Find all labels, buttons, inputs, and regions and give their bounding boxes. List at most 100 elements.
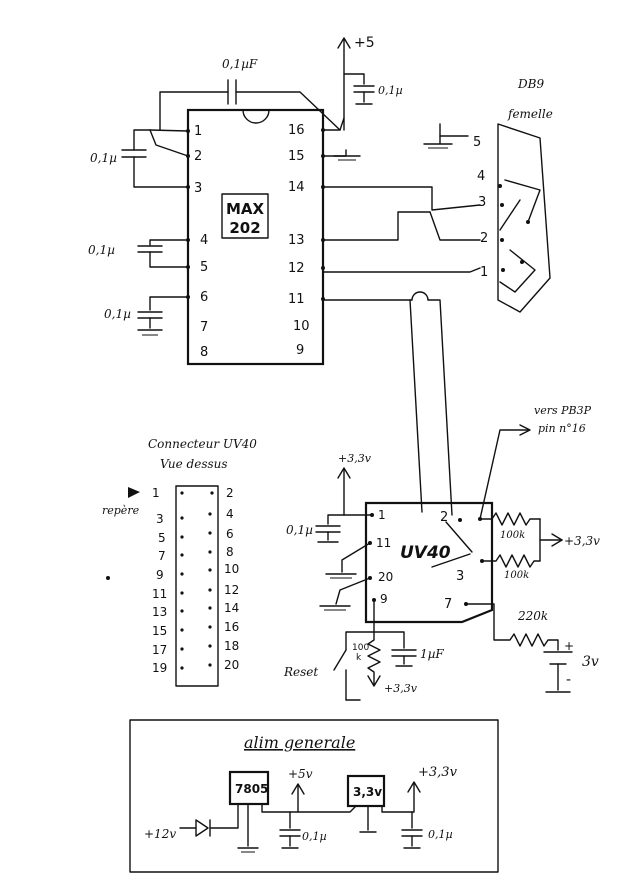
uv40-cap-reset-label: 1µF — [420, 647, 444, 661]
max-cap-supply-label: 0,1µ — [378, 84, 403, 97]
max202-pin-4: 4 — [200, 233, 208, 248]
uv40-pin-9: 9 — [380, 592, 388, 606]
connector-pin-13: 13 — [152, 605, 167, 619]
connector-pin-2: 2 — [226, 486, 234, 500]
repere-marker — [128, 487, 140, 498]
max202-wiring — [121, 37, 481, 516]
uv40-wiring — [315, 424, 573, 701]
uv40-pin-11: 11 — [376, 536, 391, 550]
uv40-supply-top: +3,3v — [338, 452, 372, 465]
max202-notch — [242, 109, 270, 124]
db9-shell — [497, 123, 551, 313]
connector-pin-8: 8 — [226, 545, 234, 559]
alim-frame — [129, 719, 499, 873]
uv40-body — [364, 501, 494, 624]
alim-out33-label: +3,3v — [418, 765, 458, 780]
uv40-pin-3: 3 — [456, 569, 464, 584]
max-supply-label: +5 — [354, 35, 375, 51]
uv40-pin-2: 2 — [440, 510, 448, 525]
max-cap-v-label: 0,1µ — [104, 307, 131, 321]
max202-ic: MAX 202 1 2 3 4 5 6 7 8 16 15 14 13 12 1… — [186, 108, 325, 366]
connector-repere-label: repère — [102, 504, 140, 517]
max202-pin-16: 16 — [288, 123, 305, 138]
alim-out5-label: +5v — [288, 767, 313, 781]
uv40-r-reset-line1: 100 — [352, 643, 369, 653]
max202-body — [186, 108, 325, 366]
max202-pin-11: 11 — [288, 292, 305, 307]
max202-pin-7: 7 — [200, 320, 208, 335]
max202-pin-9: 9 — [296, 343, 304, 358]
max202-label-box — [221, 193, 269, 239]
connector-pin-dots — [180, 491, 214, 670]
connector-pin-11: 11 — [152, 587, 167, 601]
uv40-reset-label: Reset — [283, 665, 318, 679]
uv40-pin-20: 20 — [378, 570, 393, 584]
alim-cap2-label: 0,1µ — [428, 828, 453, 841]
uv40-label: UV40 — [400, 543, 451, 563]
reg-33 — [346, 774, 386, 808]
reg-7805 — [228, 770, 270, 806]
max202-pin-13: 13 — [288, 233, 305, 248]
connector-pin-6: 6 — [226, 527, 234, 541]
reg-33-label: 3,3v — [353, 785, 382, 799]
max202-pin-14: 14 — [288, 180, 305, 195]
uv40-pin-1: 1 — [378, 508, 386, 522]
connector-pin-3: 3 — [156, 512, 164, 526]
connector-pin-17: 17 — [152, 643, 167, 657]
connector-pin-14: 14 — [224, 601, 239, 615]
db9-pin-3: 3 — [478, 195, 486, 210]
stray-dot — [106, 576, 110, 580]
db9-connector: DB9 femelle 5 4 3 2 1 — [423, 77, 553, 313]
max202-pin-12: 12 — [288, 261, 305, 276]
max-cap-top-label: 0,1µF — [222, 57, 258, 71]
connector-title-line2: Vue dessus — [160, 457, 228, 471]
uv40-batt-minus: - — [566, 672, 571, 688]
max202-pin-10: 10 — [293, 319, 310, 334]
connector-pin-7: 7 — [158, 549, 166, 563]
db9-pin-dots — [498, 184, 530, 272]
connector-pin-9: 9 — [156, 568, 164, 582]
uv40-note-line1: vers PB3P — [534, 404, 592, 417]
db9-title-line2: femelle — [507, 107, 553, 121]
uv40-r100k-a-label: 100k — [500, 530, 525, 541]
reg-7805-label: 7805 — [235, 782, 268, 796]
connector-body — [175, 485, 219, 687]
uv40-batt-plus: + — [564, 639, 574, 653]
connector-pin-12: 12 — [224, 583, 239, 597]
connector-pin-19: 19 — [152, 661, 167, 675]
uv40-r220k-label: 220k — [517, 609, 548, 623]
alim-title: alim generale — [244, 733, 355, 752]
connector-pin-20: 20 — [224, 658, 239, 672]
connector-pin-15: 15 — [152, 624, 167, 638]
uv40-note-line2: pin n°16 — [538, 422, 586, 435]
uv40-pin-7: 7 — [444, 597, 452, 612]
uv40-r-reset-line2: k — [356, 653, 362, 663]
uv40-connector: Connecteur UV40 Vue dessus repère 1 3 5 … — [102, 437, 257, 687]
db9-title-line1: DB9 — [517, 77, 544, 91]
uv40-r100k-b-label: 100k — [504, 570, 529, 581]
uv40-cap-label: 0,1µ — [286, 523, 313, 537]
connector-pin-10: 10 — [224, 562, 239, 576]
alim-in12-label: +12v — [144, 827, 176, 841]
max202-pin-6: 6 — [200, 290, 208, 305]
db9-pin-4: 4 — [477, 169, 485, 184]
connector-pin-18: 18 — [224, 639, 239, 653]
max202-pin-1: 1 — [194, 124, 202, 139]
uv40-batt-label: 3v — [582, 654, 599, 670]
connector-pin-1: 1 — [152, 486, 160, 500]
max-cap-c1-label: 0,1µ — [90, 151, 117, 165]
alim-generale-box: alim generale 7805 3,3v — [129, 719, 499, 873]
db9-pin-1: 1 — [480, 265, 488, 280]
max202-pin-8: 8 — [200, 345, 208, 360]
max202-pin-5: 5 — [200, 260, 208, 275]
max202-label-line2: 202 — [229, 219, 260, 237]
db9-pin-5: 5 — [473, 135, 481, 150]
max202-pin-3: 3 — [194, 181, 202, 196]
max202-pin-2: 2 — [194, 149, 202, 164]
uv40-supply-bottom: +3,3v — [384, 682, 418, 695]
max202-pin-15: 15 — [288, 149, 305, 164]
connector-pin-4: 4 — [226, 507, 234, 521]
connector-title-line1: Connecteur UV40 — [148, 437, 257, 451]
max202-label-line1: MAX — [226, 200, 265, 218]
